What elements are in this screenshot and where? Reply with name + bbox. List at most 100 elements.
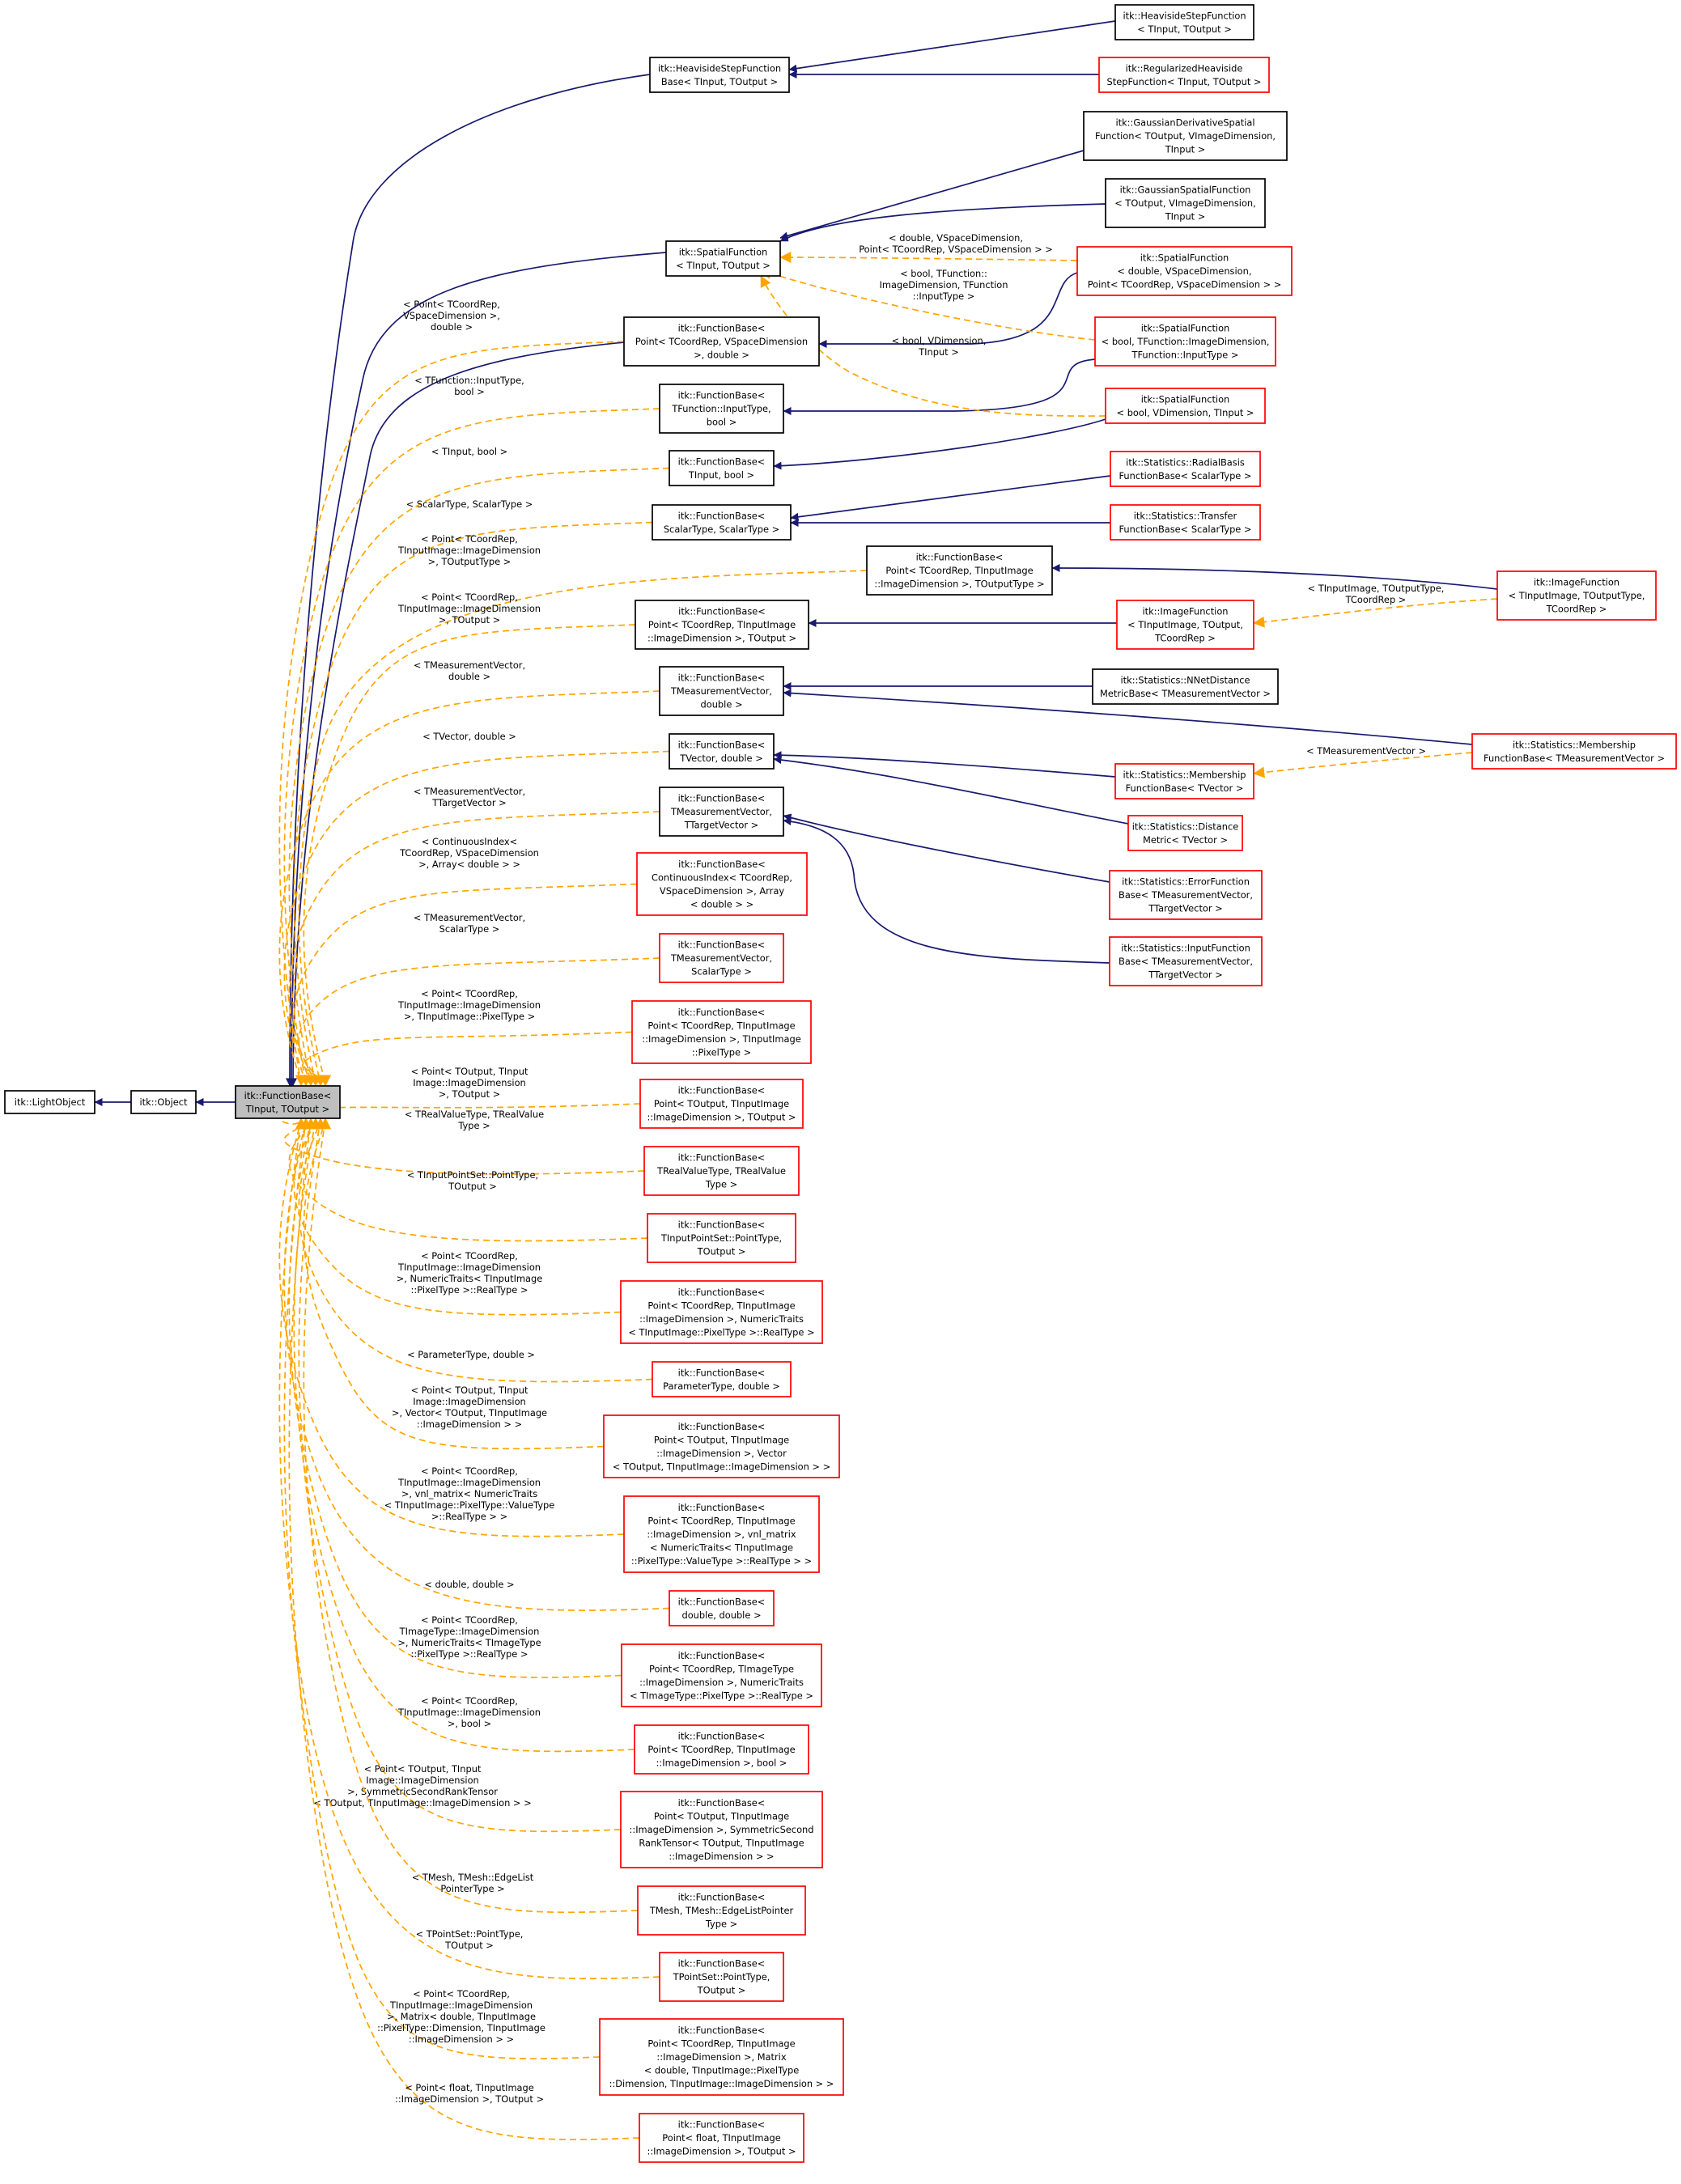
class-node-nnet[interactable]: itk::Statistics::NNetDistanceMetricBase<… (1092, 668, 1279, 705)
node-label-line: itk::RegularizedHeaviside (1126, 62, 1243, 74)
node-label-line: itk::FunctionBase< (678, 1007, 766, 1018)
class-node-functionbase[interactable]: itk::FunctionBase<TInput, TOutput > (235, 1085, 341, 1119)
class-node-heaviside[interactable]: itk::HeavisideStepFunction< TInput, TOut… (1114, 4, 1254, 40)
node-label-line: itk::FunctionBase< (678, 1367, 766, 1378)
class-node-fb-point-vsd[interactable]: itk::FunctionBase<Point< TCoordRep, VSpa… (623, 316, 820, 367)
node-label-line: < TOutput, TInputImage::ImageDimension >… (613, 1461, 830, 1472)
class-node-fb-point-outtype[interactable]: itk::FunctionBase<Point< TCoordRep, TInp… (866, 545, 1053, 596)
class-node-sf-bool-vd[interactable]: itk::SpatialFunction< bool, VDimension, … (1105, 388, 1266, 424)
node-label-line: bool > (707, 417, 737, 428)
node-label-line: itk::FunctionBase< (678, 1596, 766, 1607)
node-label-line: itk::HeavisideStepFunction (658, 62, 781, 74)
node-label-line: < TInput, TOutput > (676, 260, 770, 271)
template-edge-fb-param (298, 1117, 653, 1383)
node-label-line: ::ImageDimension >, TOutput > (647, 633, 796, 644)
class-node-fb-tinput-bool[interactable]: itk::FunctionBase<TInput, bool > (669, 450, 775, 486)
class-node-object[interactable]: itk::Object (130, 1090, 197, 1114)
class-node-membership-mv[interactable]: itk::Statistics::MembershipFunctionBase<… (1471, 733, 1677, 770)
node-label-line: ::ImageDimension >, TInputImage (642, 1033, 800, 1045)
class-node-fb-imagetype[interactable]: itk::FunctionBase<Point< TCoordRep, TIma… (621, 1643, 822, 1707)
node-label-line: itk::HeavisideStepFunction (1123, 10, 1246, 21)
node-label-line: < TInputImage, TOutputType, (1509, 590, 1645, 601)
class-node-fb-point-toutput[interactable]: itk::FunctionBase<Point< TCoordRep, TInp… (635, 600, 809, 650)
class-node-fb-pointset[interactable]: itk::FunctionBase<TInputPointSet::PointT… (647, 1213, 796, 1263)
template-edge-fb-contindex (293, 883, 638, 1087)
class-node-membership-tv[interactable]: itk::Statistics::MembershipFunctionBase<… (1114, 763, 1254, 799)
node-label-line: TInput, TOutput > (245, 1103, 329, 1114)
class-node-fb-mesh[interactable]: itk::FunctionBase<TMesh, TMesh::EdgeList… (637, 1885, 806, 1936)
class-node-fb-tpointset[interactable]: itk::FunctionBase<TPointSet::PointType,T… (659, 1952, 784, 2002)
node-label-line: Base< TMeasurementVector, (1119, 956, 1253, 967)
edge-label-fb-pointset: < TInputPointSet::PointType,TOutput > (407, 1169, 538, 1192)
class-node-lightobject[interactable]: itk::LightObject (4, 1090, 96, 1114)
node-box (643, 1146, 800, 1196)
node-label-line: Point< TOutput, TInputImage (654, 1811, 789, 1822)
node-box (620, 1280, 823, 1344)
class-node-fb-numtraits[interactable]: itk::FunctionBase<Point< TCoordRep, TInp… (620, 1280, 823, 1344)
node-label-line: itk::Statistics::Distance (1132, 821, 1238, 832)
class-node-fb-vnl[interactable]: itk::FunctionBase<Point< TCoordRep, TInp… (623, 1495, 820, 1573)
template-edge-fb-pointset (288, 1117, 648, 1242)
class-node-fb-realvalue[interactable]: itk::FunctionBase<TRealValueType, TRealV… (643, 1146, 800, 1196)
class-node-gaussderiv[interactable]: itk::GaussianDerivativeSpatialFunction< … (1083, 111, 1288, 161)
edge-label-fb-mv-target: < TMeasurementVector,TTargetVector > (414, 786, 525, 808)
class-node-fb-point-pixel[interactable]: itk::FunctionBase<Point< TCoordRep, TInp… (631, 1000, 812, 1064)
node-label-line: TMesh, TMesh::EdgeListPointer (649, 1905, 794, 1916)
class-node-sf-double[interactable]: itk::SpatialFunction< double, VSpaceDime… (1076, 246, 1293, 296)
node-label-line: itk::FunctionBase< (678, 606, 766, 617)
edge-label-fb-numtraits: < Point< TCoordRep,TInputImage::ImageDim… (397, 1250, 543, 1296)
node-label-line: itk::Statistics::Membership (1513, 739, 1636, 750)
node-box (4, 1090, 96, 1114)
edge-label-fb-vnl: < Point< TCoordRep,TInputImage::ImageDim… (384, 1465, 555, 1522)
inherit-edge-gaussspatial--spatial (779, 203, 1106, 242)
class-node-imagefunction-top[interactable]: itk::ImageFunction< TInputImage, TOutput… (1496, 570, 1657, 621)
inherit-edge-errorfunc--fb-mv-target (783, 813, 1110, 883)
class-node-fb-matrix[interactable]: itk::FunctionBase<Point< TCoordRep, TInp… (599, 2018, 844, 2096)
class-node-radialbasis[interactable]: itk::Statistics::RadialBasisFunctionBase… (1110, 451, 1261, 487)
node-label-line: ::ImageDimension >, NumericTraits (639, 1313, 804, 1325)
class-node-fb-dd[interactable]: itk::FunctionBase<double, double > (669, 1590, 775, 1626)
node-box (620, 1791, 823, 1868)
node-label-line: >, double > (694, 350, 749, 361)
node-label-line: ::ImageDimension >, vnl_matrix (647, 1529, 796, 1540)
node-label-line: FunctionBase< TVector > (1126, 782, 1244, 794)
class-node-gaussspatial[interactable]: itk::GaussianSpatialFunction< TOutput, V… (1105, 178, 1266, 228)
class-node-fb-scalar[interactable]: itk::FunctionBase<ScalarType, ScalarType… (652, 504, 792, 541)
node-label-line: RankTensor< TOutput, TInputImage (639, 1838, 804, 1849)
class-node-fb-point-bool[interactable]: itk::FunctionBase<Point< TCoordRep, TInp… (634, 1724, 809, 1775)
class-node-imagefunction-mid[interactable]: itk::ImageFunction< TInputImage, TOutput… (1116, 600, 1254, 650)
class-node-spatial[interactable]: itk::SpatialFunction< TInput, TOutput > (665, 240, 781, 277)
node-label-line: itk::FunctionBase< (678, 1958, 766, 1970)
class-node-fb-tfunc[interactable]: itk::FunctionBase<TFunction::InputType,b… (659, 384, 784, 434)
node-label-line: itk::SpatialFunction (1141, 393, 1230, 405)
template-edge-fb-point-outtype (298, 570, 868, 1087)
node-label-line: itk::FunctionBase< (678, 1731, 766, 1742)
node-label-line: itk::FunctionBase< (678, 1892, 766, 1903)
edge-label-sf-bool-tf: < bool, TFunction::ImageDimension, TFunc… (880, 268, 1008, 302)
class-node-fb-tvector[interactable]: itk::FunctionBase<TVector, double > (669, 733, 775, 770)
class-node-fb-vector[interactable]: itk::FunctionBase<Point< TOutput, TInput… (603, 1414, 840, 1478)
class-node-fb-mv-target[interactable]: itk::FunctionBase<TMeasurementVector,TTa… (659, 787, 784, 837)
class-node-fb-contindex[interactable]: itk::FunctionBase<ContinuousIndex< TCoor… (636, 852, 808, 916)
class-node-sf-bool-tf[interactable]: itk::SpatialFunction< bool, TFunction::I… (1094, 316, 1276, 367)
node-label-line: TTargetVector > (1148, 969, 1222, 981)
class-node-fb-symtensor[interactable]: itk::FunctionBase<Point< TOutput, TInput… (620, 1791, 823, 1868)
class-node-fb-mv-scalar[interactable]: itk::FunctionBase<TMeasurementVector,Sca… (659, 933, 784, 983)
class-node-fb-param[interactable]: itk::FunctionBase<ParameterType, double … (652, 1361, 792, 1397)
class-node-fb-point-tout2[interactable]: itk::FunctionBase<Point< TOutput, TInput… (639, 1079, 804, 1129)
node-box (1105, 388, 1266, 424)
class-node-fb-float[interactable]: itk::FunctionBase<Point< float, TInputIm… (639, 2113, 804, 2163)
node-label-line: < bool, VDimension, TInput > (1117, 407, 1254, 418)
class-node-fb-mv-double[interactable]: itk::FunctionBase<TMeasurementVector,dou… (659, 666, 784, 716)
edge-label-fb-point-vsd: < Point< TCoordRep,VSpaceDimension >,dou… (403, 299, 500, 333)
template-edge-fb-symtensor (298, 1117, 622, 1833)
node-label-line: TTargetVector > (684, 820, 758, 831)
